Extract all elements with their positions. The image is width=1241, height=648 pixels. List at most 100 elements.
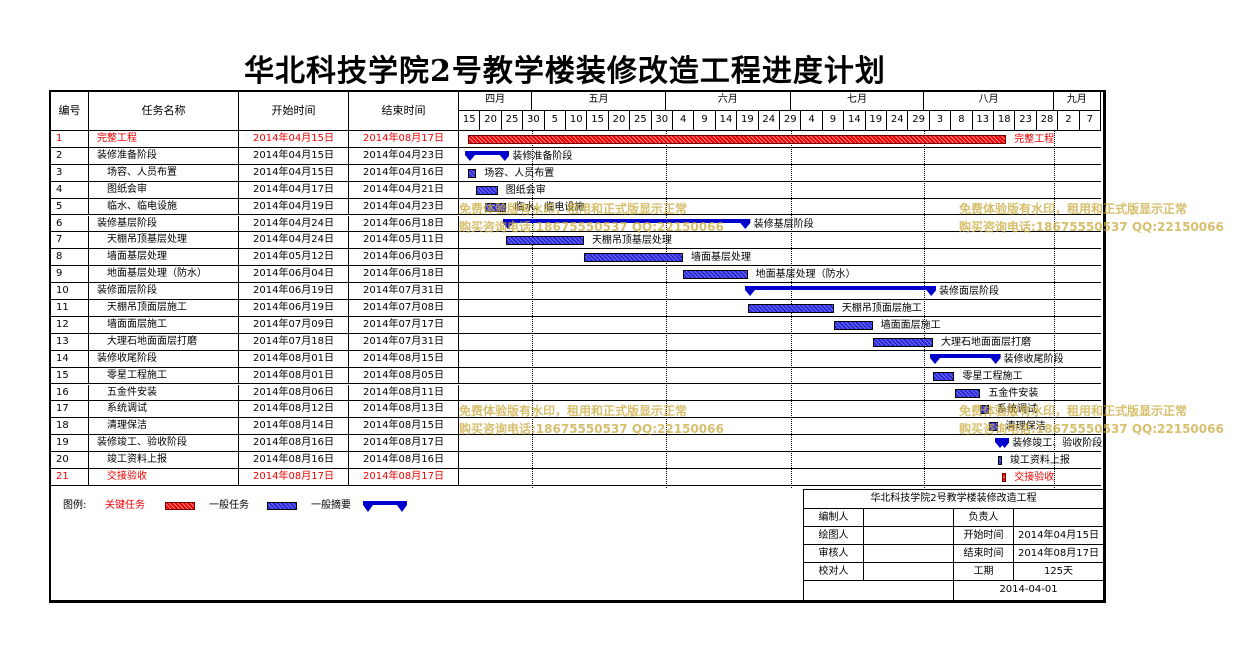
page-title: 华北科技学院2号教学楼装修改造工程进度计划 — [244, 54, 886, 89]
day-tick: 24 — [887, 111, 909, 131]
task-bar — [506, 236, 584, 246]
legend-task-swatch — [267, 502, 297, 510]
legend-critical-label: 关键任务 — [105, 500, 145, 511]
month-header: 八月 — [924, 92, 1054, 111]
task-id: 11 — [51, 300, 89, 317]
task-id: 10 — [51, 283, 89, 300]
timeline-row — [459, 300, 1101, 317]
task-id: 14 — [51, 350, 89, 368]
task-name: 装修收尾阶段 — [89, 350, 239, 368]
bar-label: 清理保洁 — [1005, 421, 1046, 433]
day-tick: 14 — [715, 111, 738, 131]
header-end: 结束时间 — [349, 92, 459, 131]
task-bar — [476, 185, 498, 195]
day-tick: 14 — [844, 111, 866, 131]
task-id: 15 — [51, 367, 89, 385]
month-gridline — [665, 131, 667, 488]
info-v2: 2014年08月17日 — [1013, 544, 1103, 562]
info-l2: 工期 — [953, 562, 1013, 580]
task-end: 2014年07月31日 — [349, 283, 459, 300]
critical-bar — [467, 135, 1007, 144]
task-name: 系统调试 — [89, 401, 239, 419]
day-tick: 25 — [630, 111, 652, 131]
timeline-row — [459, 148, 1101, 165]
legend-summary-label: 一般摘要 — [311, 500, 351, 511]
bar-label: 装修准备阶段 — [512, 150, 573, 162]
legend-summary-swatch — [363, 501, 407, 512]
watermark-line2: 购买咨询电话:18675550537 QQ:22150066 — [459, 422, 724, 436]
watermark-line1: 免费体验版有水印，租用和正式版显示正常 — [459, 404, 688, 418]
task-bar — [980, 405, 989, 415]
bar-label: 大理石地面面层打磨 — [940, 336, 1031, 348]
task-name: 大理石地面面层打磨 — [89, 333, 239, 351]
task-start: 2014年07月18日 — [239, 333, 349, 351]
legend-label: 图例: — [63, 500, 87, 511]
info-l1: 审核人 — [803, 544, 863, 562]
day-tick: 13 — [972, 111, 994, 131]
task-start: 2014年07月09日 — [239, 316, 349, 334]
watermark: 免费体验版有水印，租用和正式版显示正常购买咨询电话:18675550537 QQ… — [959, 402, 1224, 438]
task-id: 6 — [51, 215, 89, 233]
day-tick: 29 — [780, 111, 802, 131]
timeline-row — [459, 182, 1101, 199]
day-tick: 18 — [994, 111, 1016, 131]
task-end: 2014年07月31日 — [349, 333, 459, 351]
timeline-row — [459, 452, 1101, 469]
task-start: 2014年04月24日 — [239, 215, 349, 233]
task-start: 2014年04月15日 — [239, 131, 349, 148]
bar-label: 墙面面层施工 — [880, 319, 941, 331]
watermark: 免费体验版有水印，租用和正式版显示正常购买咨询电话:18675550537 QQ… — [459, 402, 724, 438]
timeline-row — [459, 469, 1101, 486]
bar-label: 零星工程施工 — [962, 370, 1023, 382]
task-id: 9 — [51, 266, 89, 284]
info-l2: 开始时间 — [953, 526, 1013, 544]
day-tick: 19 — [865, 111, 887, 131]
task-end: 2014年07月17日 — [349, 316, 459, 334]
bar-label: 临水、临电设施 — [514, 201, 585, 213]
day-tick: 8 — [951, 111, 973, 131]
timeline-row — [459, 266, 1101, 284]
timeline-row — [459, 368, 1101, 385]
day-tick: 20 — [480, 111, 502, 131]
task-name: 交接验收 — [89, 469, 239, 486]
task-id: 17 — [51, 401, 89, 419]
task-bar — [583, 253, 684, 263]
task-end: 2014年04月21日 — [349, 181, 459, 199]
task-start: 2014年08月14日 — [239, 418, 349, 436]
summary-bar — [464, 150, 510, 161]
day-tick: 4 — [673, 111, 695, 131]
bar-label: 地面基层处理（防水） — [755, 269, 856, 281]
bar-label: 交接验收 — [1014, 472, 1055, 483]
watermark-line1: 免费体验版有水印，租用和正式版显示正常 — [959, 202, 1188, 216]
task-start: 2014年06月19日 — [239, 283, 349, 300]
task-end: 2014年08月13日 — [349, 401, 459, 419]
month-header: 七月 — [790, 92, 925, 111]
task-bar — [872, 337, 933, 347]
month-header: 四月 — [459, 92, 533, 111]
month-header: 六月 — [665, 92, 791, 111]
task-end: 2014年08月16日 — [349, 452, 459, 469]
month-gridline — [1053, 131, 1055, 488]
header-id: 编号 — [51, 92, 89, 131]
info-date: 2014-04-01 — [953, 580, 1103, 600]
task-end: 2014年08月05日 — [349, 367, 459, 385]
task-id: 21 — [51, 469, 89, 486]
info-v2 — [1013, 508, 1103, 526]
critical-bar — [1001, 473, 1007, 482]
day-tick: 20 — [608, 111, 631, 131]
info-v1 — [863, 562, 953, 580]
task-bar — [988, 422, 998, 432]
timeline-row — [459, 249, 1101, 267]
day-tick: 29 — [908, 111, 930, 131]
task-start: 2014年08月16日 — [239, 435, 349, 453]
task-start: 2014年08月01日 — [239, 367, 349, 385]
task-start: 2014年05月12日 — [239, 249, 349, 267]
task-name: 完整工程 — [89, 131, 239, 148]
timeline-row — [459, 317, 1101, 334]
task-start: 2014年08月16日 — [239, 452, 349, 469]
timeline-row — [459, 199, 1101, 216]
task-id: 5 — [51, 198, 89, 216]
task-start: 2014年04月15日 — [239, 164, 349, 182]
day-tick: 19 — [737, 111, 759, 131]
